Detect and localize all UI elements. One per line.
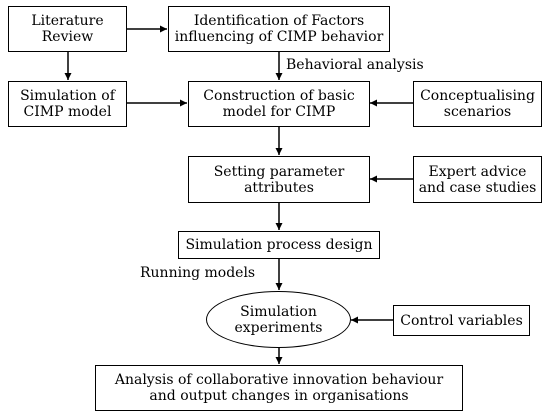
node-text: and case studies <box>418 179 537 196</box>
label-running-models: Running models <box>140 265 256 281</box>
label-behavioral-analysis: Behavioral analysis <box>286 57 424 73</box>
node-construction-basic-model: Construction of basic model for CIMP <box>188 81 370 127</box>
node-expert-advice: Expert advice and case studies <box>413 156 542 203</box>
node-simulation-experiments: Simulation experiments <box>206 291 351 348</box>
node-text: attributes <box>244 179 314 196</box>
node-text: influencing of CIMP behavior <box>174 29 384 45</box>
node-text: Simulation of <box>20 88 115 104</box>
node-analysis-output: Analysis of collaborative innovation beh… <box>95 365 463 411</box>
node-literature-review: Literature Review <box>8 6 127 52</box>
node-text: experiments <box>234 319 323 336</box>
node-text: and output changes in organisations <box>149 388 409 404</box>
node-text: scenarios <box>443 104 512 120</box>
node-text: Conceptualising <box>420 88 535 104</box>
node-simulation-model: Simulation of CIMP model <box>8 81 127 127</box>
node-simulation-process-design: Simulation process design <box>178 231 380 259</box>
node-text: Simulation <box>240 303 317 320</box>
node-text: Review <box>41 29 94 45</box>
node-text: model for CIMP <box>222 104 336 120</box>
node-text: Literature <box>31 13 104 29</box>
node-text: Setting parameter <box>213 163 345 180</box>
node-identification-of-factors: Identification of Factors influencing of… <box>168 6 390 52</box>
node-text: Expert advice <box>428 163 527 180</box>
node-text: Analysis of collaborative innovation beh… <box>114 372 444 388</box>
node-text: CIMP model <box>23 104 112 120</box>
node-conceptualising-scenarios: Conceptualising scenarios <box>413 81 542 127</box>
node-setting-parameter-attributes: Setting parameter attributes <box>188 156 370 203</box>
node-text: Construction of basic <box>203 88 355 104</box>
node-text: Control variables <box>400 312 523 329</box>
node-control-variables: Control variables <box>393 305 530 336</box>
node-text: Identification of Factors <box>193 13 365 29</box>
node-text: Simulation process design <box>185 237 373 253</box>
